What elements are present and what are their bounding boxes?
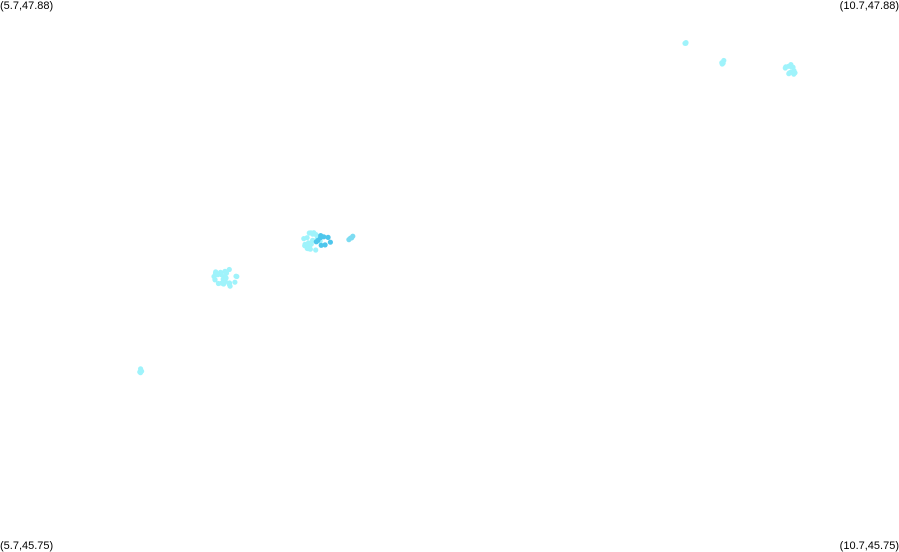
map-point	[788, 64, 795, 70]
map-point	[232, 279, 238, 285]
map-point	[219, 280, 225, 286]
point-cluster	[346, 233, 356, 243]
point-cluster	[719, 57, 727, 67]
map-point	[313, 247, 319, 253]
map-point	[327, 239, 333, 245]
map-point	[222, 268, 228, 274]
map-point	[325, 234, 331, 240]
map-point	[683, 40, 689, 46]
map-point	[139, 368, 145, 374]
map-point	[321, 234, 327, 240]
map-point	[348, 235, 355, 241]
corner-label-bottom-left: (5.7,45.75)	[0, 540, 54, 552]
corner-label-top-left: (5.7,47.88)	[0, 0, 54, 12]
map-point	[783, 64, 789, 70]
map-point	[226, 266, 232, 273]
map-point	[305, 240, 312, 246]
map-point	[310, 231, 316, 237]
point-cluster	[211, 266, 240, 289]
corner-label-bottom-right: (10.7,45.75)	[839, 540, 899, 552]
map-point	[234, 273, 240, 280]
map-point	[786, 70, 793, 76]
map-point	[318, 242, 324, 248]
point-cluster	[782, 62, 798, 77]
map-point	[227, 283, 233, 289]
point-cluster	[137, 366, 145, 376]
map-point	[211, 273, 217, 280]
map-point	[223, 275, 229, 281]
map-point	[315, 237, 321, 243]
point-cluster	[313, 233, 333, 248]
map-point	[791, 68, 797, 74]
map-point	[304, 245, 310, 251]
map-point	[304, 235, 310, 241]
map-point	[322, 242, 328, 248]
map-point	[719, 60, 725, 66]
point-cluster	[682, 40, 689, 46]
corner-label-top-right: (10.7,47.88)	[839, 0, 899, 12]
